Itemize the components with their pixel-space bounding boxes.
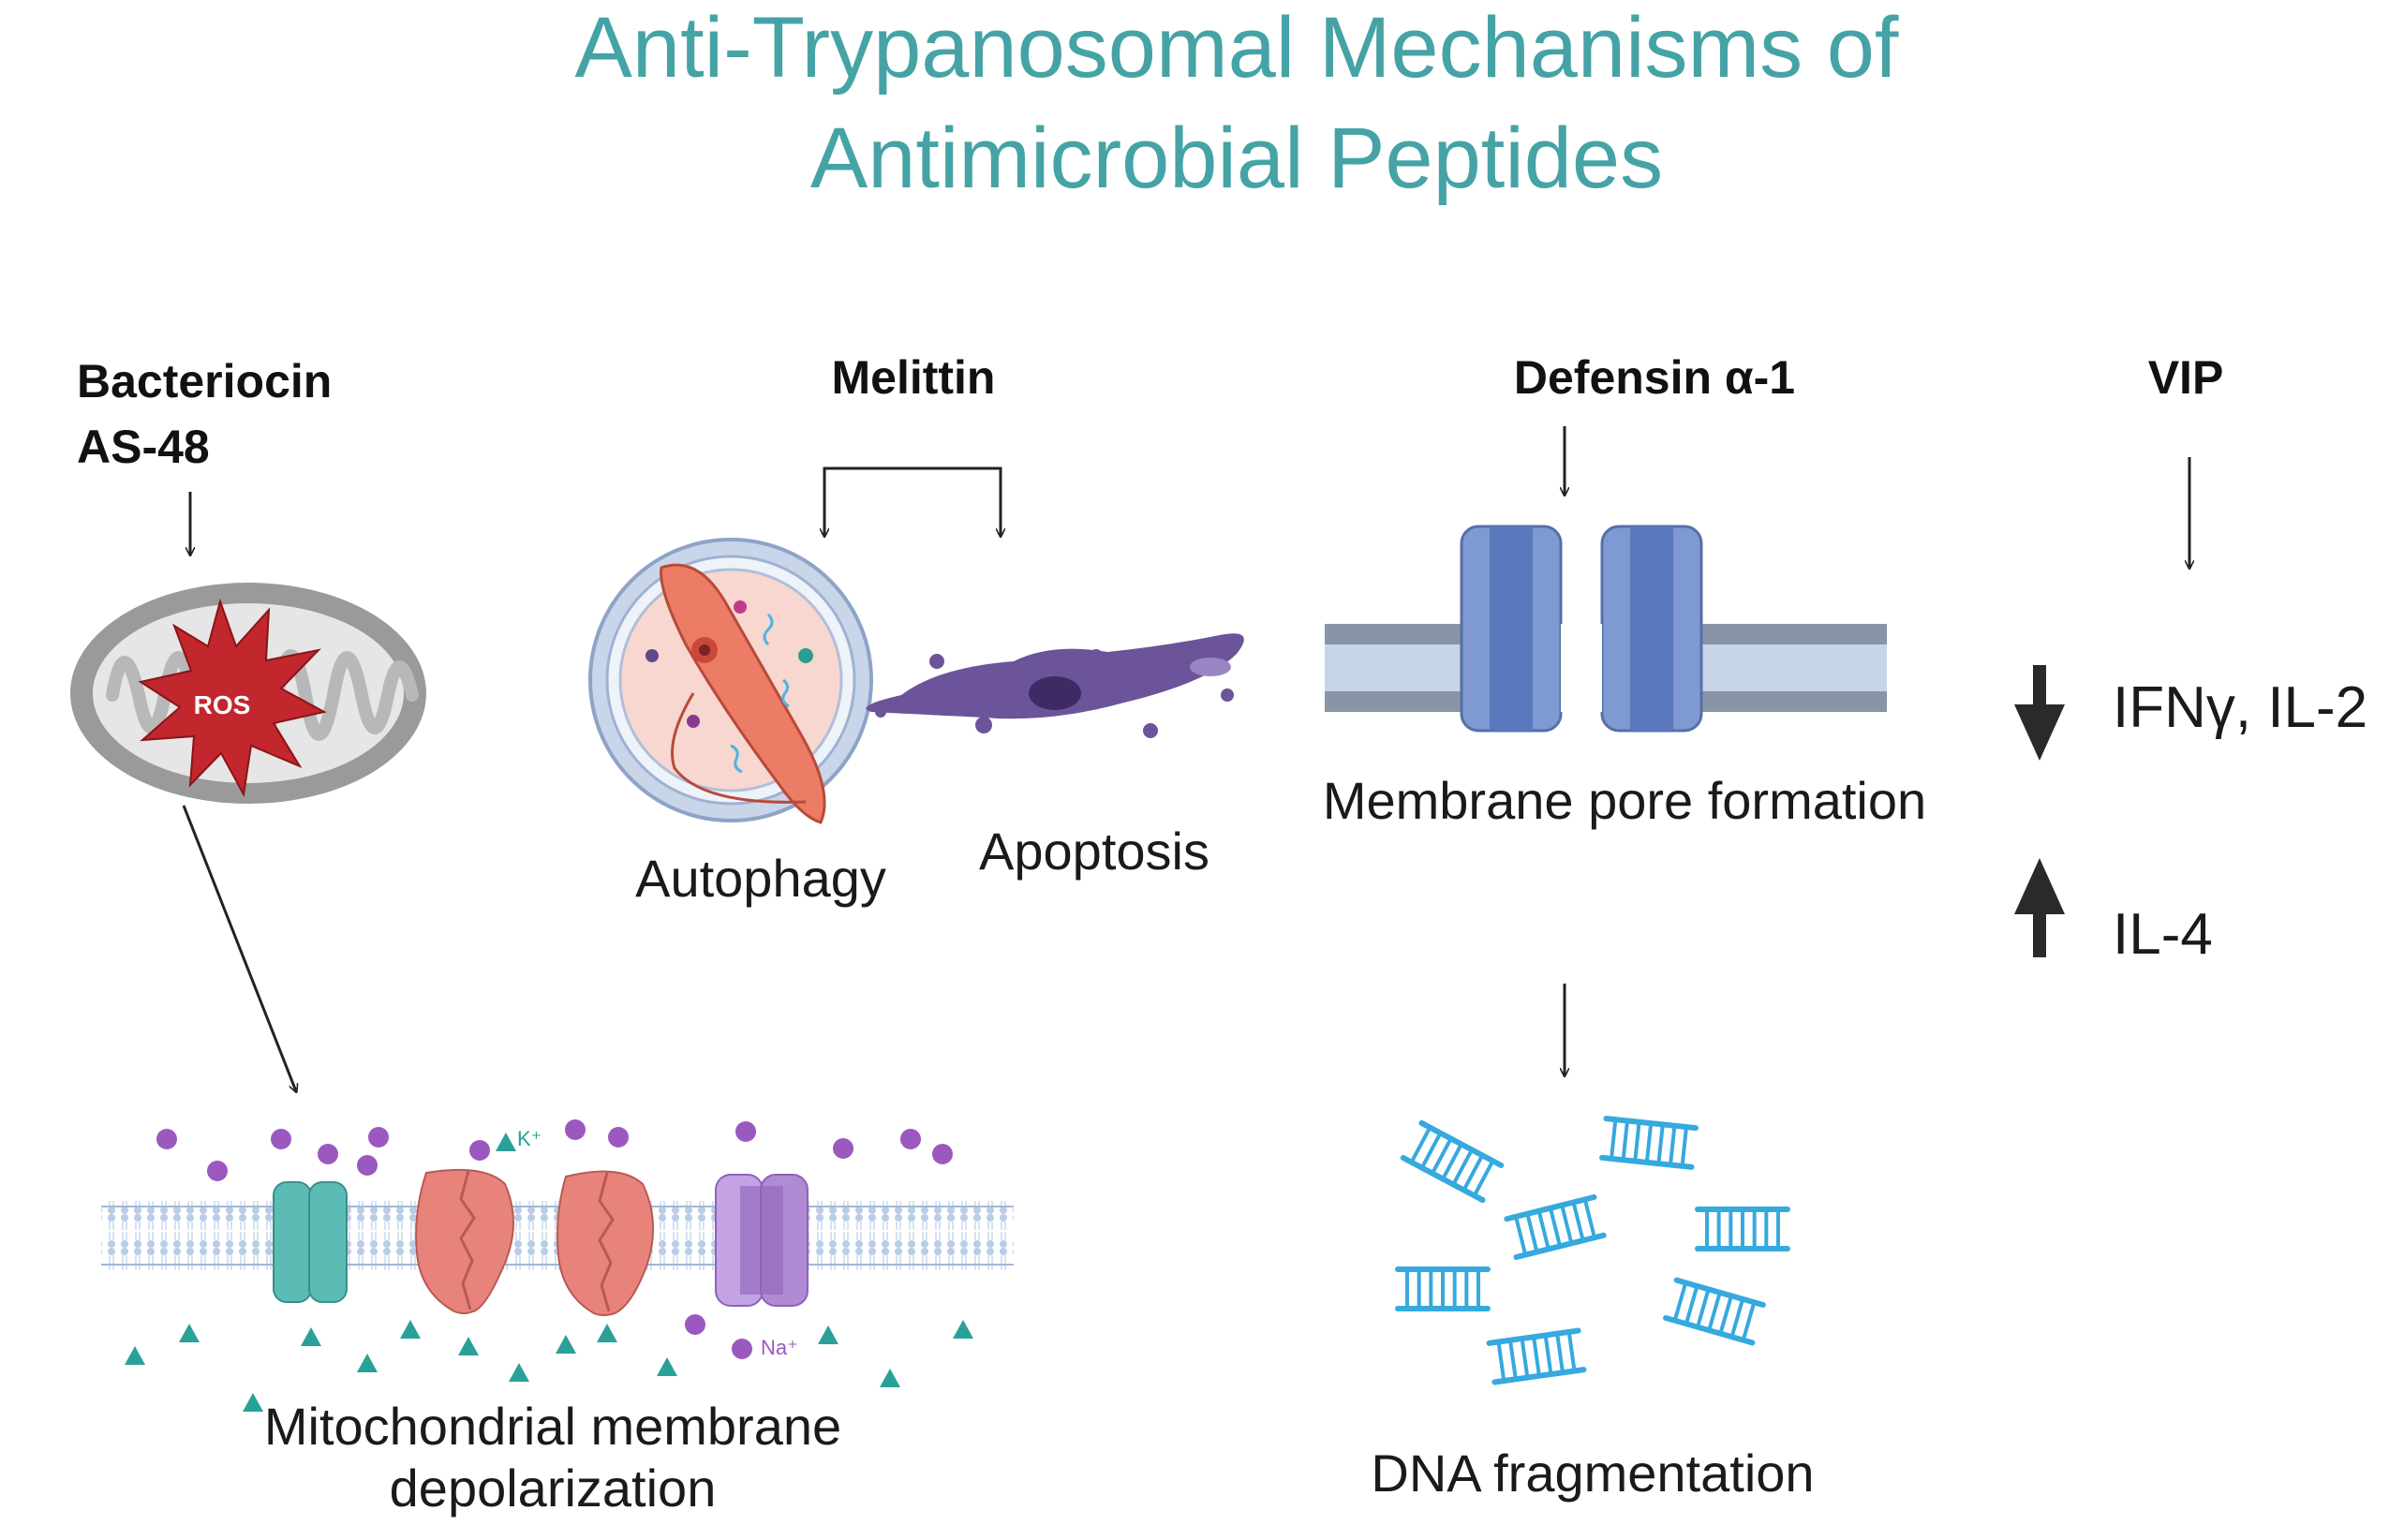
mitochondrial-membrane-with-channels: [101, 1168, 1014, 1316]
increased-cytokine-label: IL-4: [2113, 902, 2213, 967]
vesicle-dot: [798, 648, 813, 663]
dna-fragment-icon: [1395, 1266, 1491, 1311]
dna-fragmentation-label: DNA fragmentation: [1371, 1444, 1814, 1503]
purple-ion-channel-icon: [715, 1174, 809, 1307]
ion-circle: [685, 1314, 705, 1335]
increase-arrow-icon: [2014, 858, 2065, 957]
ion-particles: [125, 1119, 973, 1412]
title-line-1: Anti-Trypanosomal Mechanisms of: [575, 0, 1899, 96]
ion-triangle: [357, 1354, 378, 1372]
ion-triangle: [953, 1320, 973, 1339]
membrane-pore-formation-label: Membrane pore formation: [1323, 771, 1926, 830]
ion-circle: [207, 1161, 228, 1181]
vesicle-dot: [645, 649, 659, 662]
vesicle-squiggle: [781, 678, 790, 708]
ion-circle: [833, 1138, 853, 1159]
ion-triangle: [496, 1133, 516, 1151]
ion-triangle: [458, 1337, 479, 1355]
ion-triangle: [556, 1335, 576, 1354]
membrane-depolarization-label-line-1: Mitochondrial membrane: [264, 1397, 841, 1456]
bacteriocin-name-line-1: Bacteriocin: [77, 355, 332, 407]
teal-ion-channel-icon: [273, 1181, 348, 1303]
membrane-pore-icon: [1325, 525, 1887, 733]
apoptotic-cell-icon: [866, 633, 1244, 738]
ion-triangle: [179, 1324, 200, 1342]
ion-triangle: [301, 1327, 321, 1346]
ros-label: ROS: [194, 690, 251, 719]
ion-circle: [368, 1127, 389, 1148]
dna-fragment-icon: [1486, 1327, 1587, 1385]
dna-fragment-icon: [1599, 1116, 1699, 1170]
ion-circle: [318, 1144, 338, 1164]
ion-triangle: [509, 1363, 529, 1382]
membrane-depolarization-label-line-2: depolarization: [390, 1459, 717, 1518]
dna-fragment-icon: [1400, 1119, 1505, 1204]
red-transporter-icon: [556, 1170, 655, 1316]
ion-circle: [357, 1155, 378, 1176]
melittin-split-connector: [823, 466, 1002, 536]
ion-triangle: [880, 1369, 900, 1387]
vesicle-dot: [687, 715, 700, 728]
vip-name: VIP: [2148, 351, 2224, 404]
ion-triangle: [657, 1357, 677, 1376]
ion-circle: [735, 1121, 756, 1142]
ion-circle: [565, 1119, 586, 1140]
dna-fragment-icon: [1695, 1207, 1790, 1251]
autophagy-label: Autophagy: [635, 849, 886, 908]
ion-triangle: [125, 1346, 145, 1365]
dna-fragment-icon: [1663, 1277, 1766, 1346]
ion-circle: [156, 1129, 177, 1149]
sodium-ion-label: Na⁺: [761, 1336, 798, 1359]
apoptosis-label: Apoptosis: [979, 822, 1209, 881]
dna-fragment-icon: [1504, 1194, 1607, 1260]
vesicle-squiggle: [730, 744, 743, 774]
ros-burst-icon: ROS: [138, 598, 327, 798]
dna-fragments: [1395, 1116, 1790, 1385]
decrease-arrow-icon: [2014, 665, 2065, 761]
ion-circle: [469, 1140, 490, 1161]
title-line-2: Antimicrobial Peptides: [810, 111, 1663, 206]
ion-circle: [608, 1127, 629, 1148]
ion-triangle: [400, 1320, 421, 1339]
ion-circle: [932, 1144, 953, 1164]
bacteriocin-name-line-2: AS-48: [77, 421, 210, 473]
ion-triangle: [818, 1325, 838, 1344]
melittin-name: Melittin: [832, 351, 996, 404]
vesicle-squiggle: [763, 613, 774, 646]
potassium-ion-label: K⁺: [517, 1127, 542, 1150]
defensin-name: Defensin α-1: [1514, 351, 1795, 404]
ion-circle: [732, 1339, 752, 1359]
ion-triangle: [243, 1393, 263, 1412]
vesicle-dot: [734, 600, 747, 614]
decreased-cytokines-label: IFNγ, IL-2: [2113, 675, 2367, 740]
trypanosome-icon: [660, 563, 826, 824]
ion-circle: [271, 1129, 291, 1149]
red-transporter-icon: [415, 1168, 514, 1314]
arrow-ros-to-membrane: [182, 805, 296, 1091]
ion-circle: [900, 1129, 921, 1149]
ion-triangle: [597, 1324, 617, 1342]
